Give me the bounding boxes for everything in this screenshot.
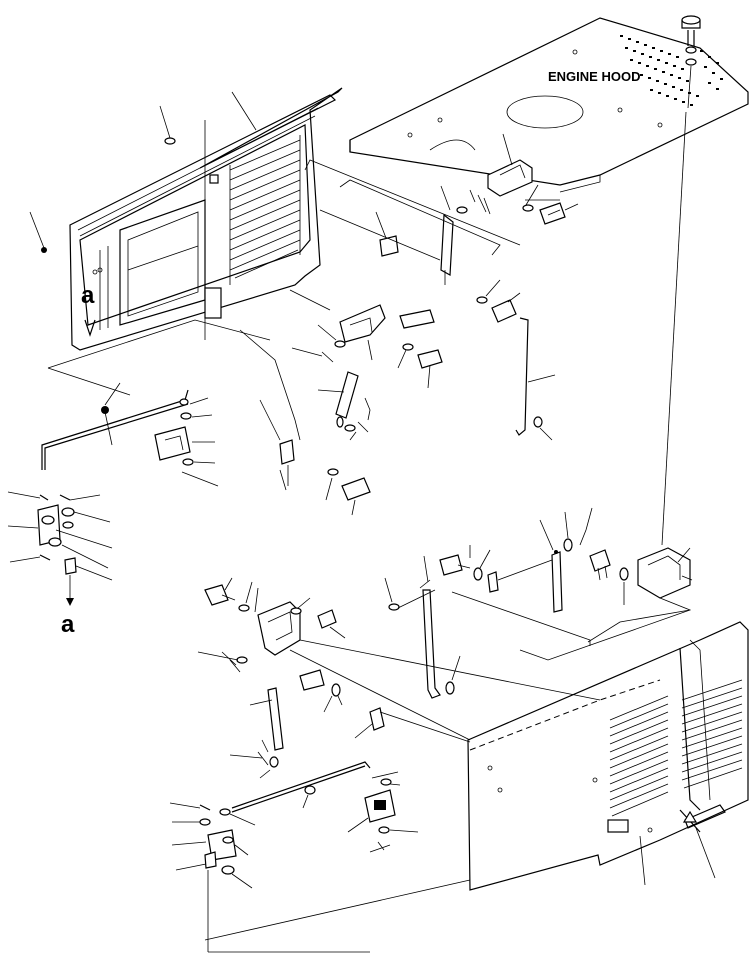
- door-hinge-lower-left: [197, 577, 346, 673]
- latch-cable-upper: [41, 382, 219, 487]
- hood-hinge-upper: [469, 133, 579, 225]
- hood-vent-holes: [620, 35, 723, 106]
- gas-strut-lower-right: [487, 507, 593, 613]
- door-louvers: [229, 135, 301, 285]
- hood-bolt: [661, 15, 701, 546]
- strut-bracket-upper: [375, 211, 399, 257]
- assembly-lines-lower: [204, 469, 601, 941]
- support-rod-right: [515, 317, 556, 441]
- hood-hinge-lower: [519, 547, 693, 661]
- latch-lock-lower-left: [169, 802, 370, 953]
- ref-a-bottom: a: [61, 611, 75, 638]
- latch-cable-lower: [231, 761, 419, 853]
- latch-lock-left: a: [7, 491, 113, 638]
- assembly-lines-upper: [47, 159, 560, 441]
- bolts-lower-right: [439, 545, 629, 605]
- gas-strut-upper-right: [440, 185, 468, 285]
- right-door-louvers: [609, 679, 743, 817]
- engine-hood-panel: ENGINE HOOD: [349, 17, 749, 193]
- door-hinge-upper-center: [291, 304, 443, 389]
- engine-hood-label: ENGINE HOOD: [548, 69, 640, 84]
- left-side-door: a: [69, 87, 343, 351]
- bolts-lower-center: [299, 669, 385, 739]
- striker-bracket-upper: [279, 439, 371, 516]
- support-rod-lower: [384, 555, 461, 699]
- bolt-mid-right: [476, 279, 521, 323]
- right-side-door: [467, 621, 749, 891]
- gas-strut-center: [317, 371, 371, 441]
- gas-strut-lower-left: [229, 687, 284, 779]
- ref-a-top: a: [81, 282, 95, 309]
- leaders-upper: [29, 91, 257, 340]
